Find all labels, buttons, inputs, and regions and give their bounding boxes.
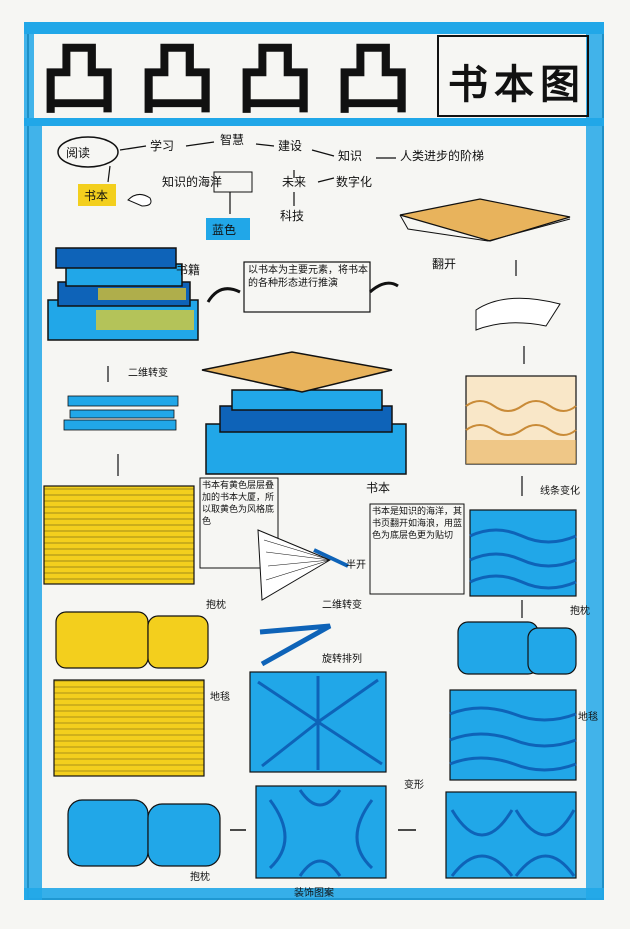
carpet-right-label: 地毯	[578, 710, 598, 723]
sea-note: 书本是知识的海洋，其书页翻开如海浪，用蓝色为底层色更为贴切	[369, 503, 465, 595]
to-2d-label: 二维转变	[128, 366, 168, 379]
title-under-band	[24, 118, 604, 126]
blue-stripe-motif	[63, 395, 179, 431]
yellow-note-text: 书本有黄色层层叠加的书本大厦，所以取黄色为风格底色	[202, 481, 275, 527]
title-block-glyph: 凸	[40, 35, 118, 125]
pattern-label: 装饰图案	[294, 886, 334, 899]
half-open-label: 半开	[346, 558, 366, 571]
to-2d-label-2: 二维转变	[322, 598, 362, 611]
right-blue-border	[586, 22, 604, 900]
flow-arrows-row1	[119, 141, 396, 159]
center-note-text: 以书本为主要元素，将书本的各种形态进行推演	[248, 265, 368, 289]
flow-sea-of-knowledge: 知识的海洋	[162, 174, 222, 189]
flow-start: 阅读	[66, 146, 90, 160]
hand-icon	[127, 194, 152, 207]
title-block-glyph: 凸	[138, 35, 216, 125]
flow-item-build: 建设	[278, 139, 302, 153]
pillow-bottom-label: 抱枕	[190, 870, 210, 883]
title-block: 凸凸凸凸 书 本 图	[34, 34, 589, 125]
wave-panel: 线条变化	[465, 375, 580, 497]
yellow-stripe-panel	[43, 485, 195, 585]
flow-item-wisdom: 智慧	[220, 132, 244, 147]
rotate-label: 旋转排列	[322, 652, 362, 665]
yellow-carpet: 地毯	[53, 679, 230, 777]
wave-change-label: 线条变化	[540, 484, 580, 497]
arrow-right-curve	[369, 281, 399, 294]
flow-arrows-row2	[107, 165, 335, 214]
left-blue-border	[24, 22, 42, 900]
flow-tech-label: 科技	[280, 209, 304, 223]
flow-book-label: 书本	[84, 189, 108, 203]
deform-label: 变形	[404, 778, 424, 791]
center-book-stack: 书本	[201, 351, 407, 495]
title-block-glyph: 凸	[236, 35, 314, 125]
pattern-tile-center: 装饰图案	[255, 785, 387, 899]
star-carpet	[249, 671, 387, 773]
flow-item-ladder: 人类进步的阶梯	[400, 148, 484, 163]
bottom-pillows: 抱枕	[67, 799, 221, 883]
carpet-left-label: 地毯	[210, 690, 230, 703]
title-stacked-char-3: 图	[540, 62, 580, 108]
yellow-pillows: 抱枕	[55, 598, 226, 669]
start-bubble	[57, 136, 119, 168]
yellow-note: 书本有黄色层层叠加的书本大厦，所以取黄色为风格底色	[199, 477, 279, 569]
pillow-right-label: 抱枕	[570, 604, 590, 617]
page-sheet-icon	[475, 297, 561, 331]
blue-pillows: 抱枕	[457, 604, 590, 675]
mind-map: 阅读 学习 智慧 建设 知识 人类进步的阶梯 书本 知识的海洋 未来 数字化 蓝…	[57, 132, 484, 240]
bottom-blue-band	[24, 888, 604, 900]
arrow-left-curve	[206, 287, 241, 303]
fanned-book-illustration: 半开 二维转变	[257, 529, 366, 611]
flow-item-study: 学习	[150, 138, 174, 153]
open-book-label: 翻开	[432, 257, 456, 271]
open-book-illustration: 翻开	[399, 198, 571, 364]
book-stack-illustration: 书籍	[47, 247, 200, 341]
title-stacked-char-1: 书	[448, 62, 488, 108]
center-book-label: 书本	[366, 481, 390, 495]
blue-carpet: 地毯	[449, 689, 598, 781]
sea-note-text: 书本是知识的海洋，其书页翻开如海浪，用蓝色为底层色更为贴切	[372, 507, 463, 541]
flow-blue-label: 蓝色	[212, 223, 236, 237]
center-note: 以书本为主要元素，将书本的各种形态进行推演	[206, 261, 399, 313]
flow-item-knowledge: 知识	[338, 149, 362, 163]
top-blue-band	[24, 22, 604, 34]
book-stack-label: 书籍	[176, 262, 200, 277]
title-block-glyph: 凸	[334, 35, 412, 125]
flow-future: 未来	[282, 175, 306, 189]
title-stacked-char-2: 本	[494, 62, 534, 108]
blue-wave-panel	[469, 509, 577, 618]
pillow-left-label: 抱枕	[206, 598, 226, 611]
book-label-box	[78, 184, 116, 206]
sea-box	[213, 171, 253, 193]
flow-digital: 数字化	[336, 174, 372, 189]
v-stripe-shape	[259, 623, 332, 667]
blue-color-box	[206, 218, 250, 240]
pattern-tile-right	[445, 791, 577, 879]
